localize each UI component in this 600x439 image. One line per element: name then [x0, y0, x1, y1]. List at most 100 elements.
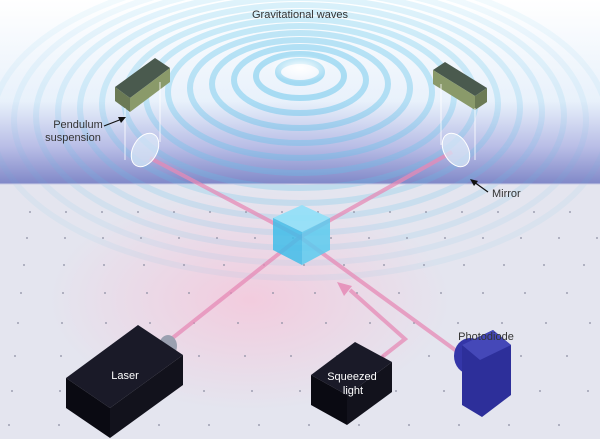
floor-dot [395, 390, 397, 392]
floor-dot [105, 322, 107, 324]
pendulum-arrow-icon [103, 117, 126, 127]
beam-squeezed [348, 288, 409, 359]
floor-dot [281, 322, 283, 324]
floor-dot [29, 211, 31, 213]
left-mount-front [130, 68, 170, 112]
right-mount-top [433, 62, 487, 96]
floor-dot [314, 292, 316, 294]
sky-background [0, 0, 600, 184]
floor-dot [330, 237, 332, 239]
left-mirror [130, 132, 160, 168]
floor-dot [343, 264, 345, 266]
floor-dot [158, 424, 160, 426]
floor-dot [458, 424, 460, 426]
pendulum-label-line1: Pendulum [53, 119, 103, 131]
floor-dot [102, 237, 104, 239]
floor-dot [558, 237, 560, 239]
floor-dot [406, 237, 408, 239]
squeezed-arrowhead-icon [337, 282, 352, 296]
floor-dot [223, 264, 225, 266]
floor-dot [501, 322, 503, 324]
floor-dot [428, 355, 430, 357]
cube-right [302, 218, 330, 265]
floor-dot [63, 264, 65, 266]
floor-dot [299, 390, 301, 392]
floor-dot [508, 424, 510, 426]
floor-dot [482, 292, 484, 294]
floor-dot [583, 264, 585, 266]
wave-center [270, 54, 330, 82]
wave-ring [99, 2, 501, 206]
wave-ring [209, 37, 391, 131]
floor-dot [443, 390, 445, 392]
floor-dot [11, 390, 13, 392]
floor-dot [8, 424, 10, 426]
beam-laser [168, 235, 302, 342]
floor-dot [20, 292, 22, 294]
floor-dot [587, 390, 589, 392]
left-mount-side [115, 87, 130, 112]
floor-dot [566, 292, 568, 294]
floor-dot [569, 211, 571, 213]
floor-dot [14, 355, 16, 357]
wave-ring [187, 30, 413, 146]
mirror-label: Mirror [492, 188, 521, 200]
beam-photodiode [298, 235, 464, 357]
floor-dot [596, 237, 598, 239]
floor-dot [461, 211, 463, 213]
floor-dot [23, 264, 25, 266]
floor-dot [539, 390, 541, 392]
floor-dot [368, 237, 370, 239]
floor-dot [566, 355, 568, 357]
floor-dot [463, 264, 465, 266]
floor-dot [62, 292, 64, 294]
floor-dot [216, 237, 218, 239]
floor-dot [482, 237, 484, 239]
floor-dot [389, 211, 391, 213]
floor-dot [457, 322, 459, 324]
laser-label: Laser [111, 370, 139, 382]
floor-dot [198, 355, 200, 357]
floor-dot [254, 237, 256, 239]
floor-dot [140, 237, 142, 239]
right-pendulum-assembly [433, 62, 487, 168]
floor-dot [369, 322, 371, 324]
floor-dot [303, 264, 305, 266]
floor-dot [308, 424, 310, 426]
floor-dot [59, 390, 61, 392]
wave-ring [231, 44, 369, 116]
floor-dot [146, 292, 148, 294]
floor-dot [325, 322, 327, 324]
floor-dot [358, 424, 360, 426]
floor-dot [245, 211, 247, 213]
floor-dot [208, 424, 210, 426]
floor-dot [143, 264, 145, 266]
floor-dot [398, 292, 400, 294]
left-mount-top [115, 58, 170, 98]
floor-dot [237, 322, 239, 324]
squeezed-side [311, 375, 347, 425]
laser-front [110, 355, 183, 438]
squeezed-light-box [311, 342, 392, 425]
floor-dot [520, 355, 522, 357]
floor-dot [58, 424, 60, 426]
floor-dot [272, 292, 274, 294]
floor-dot [440, 292, 442, 294]
floor-dot [543, 264, 545, 266]
floor-dot [353, 211, 355, 213]
floor-dot [524, 292, 526, 294]
photodiode-top [462, 330, 511, 360]
squeezed-front [347, 362, 392, 425]
wave-ring [0, 0, 600, 281]
floor-dot [290, 355, 292, 357]
floor-dot [61, 322, 63, 324]
floor-dot [383, 264, 385, 266]
cube-top [273, 205, 330, 232]
floor-dot [258, 424, 260, 426]
title-gravitational-waves: Gravitational waves [252, 9, 348, 21]
right-mount-side [475, 88, 487, 110]
floor-dot [103, 264, 105, 266]
floor-dot [423, 264, 425, 266]
wave-ring [165, 23, 435, 161]
